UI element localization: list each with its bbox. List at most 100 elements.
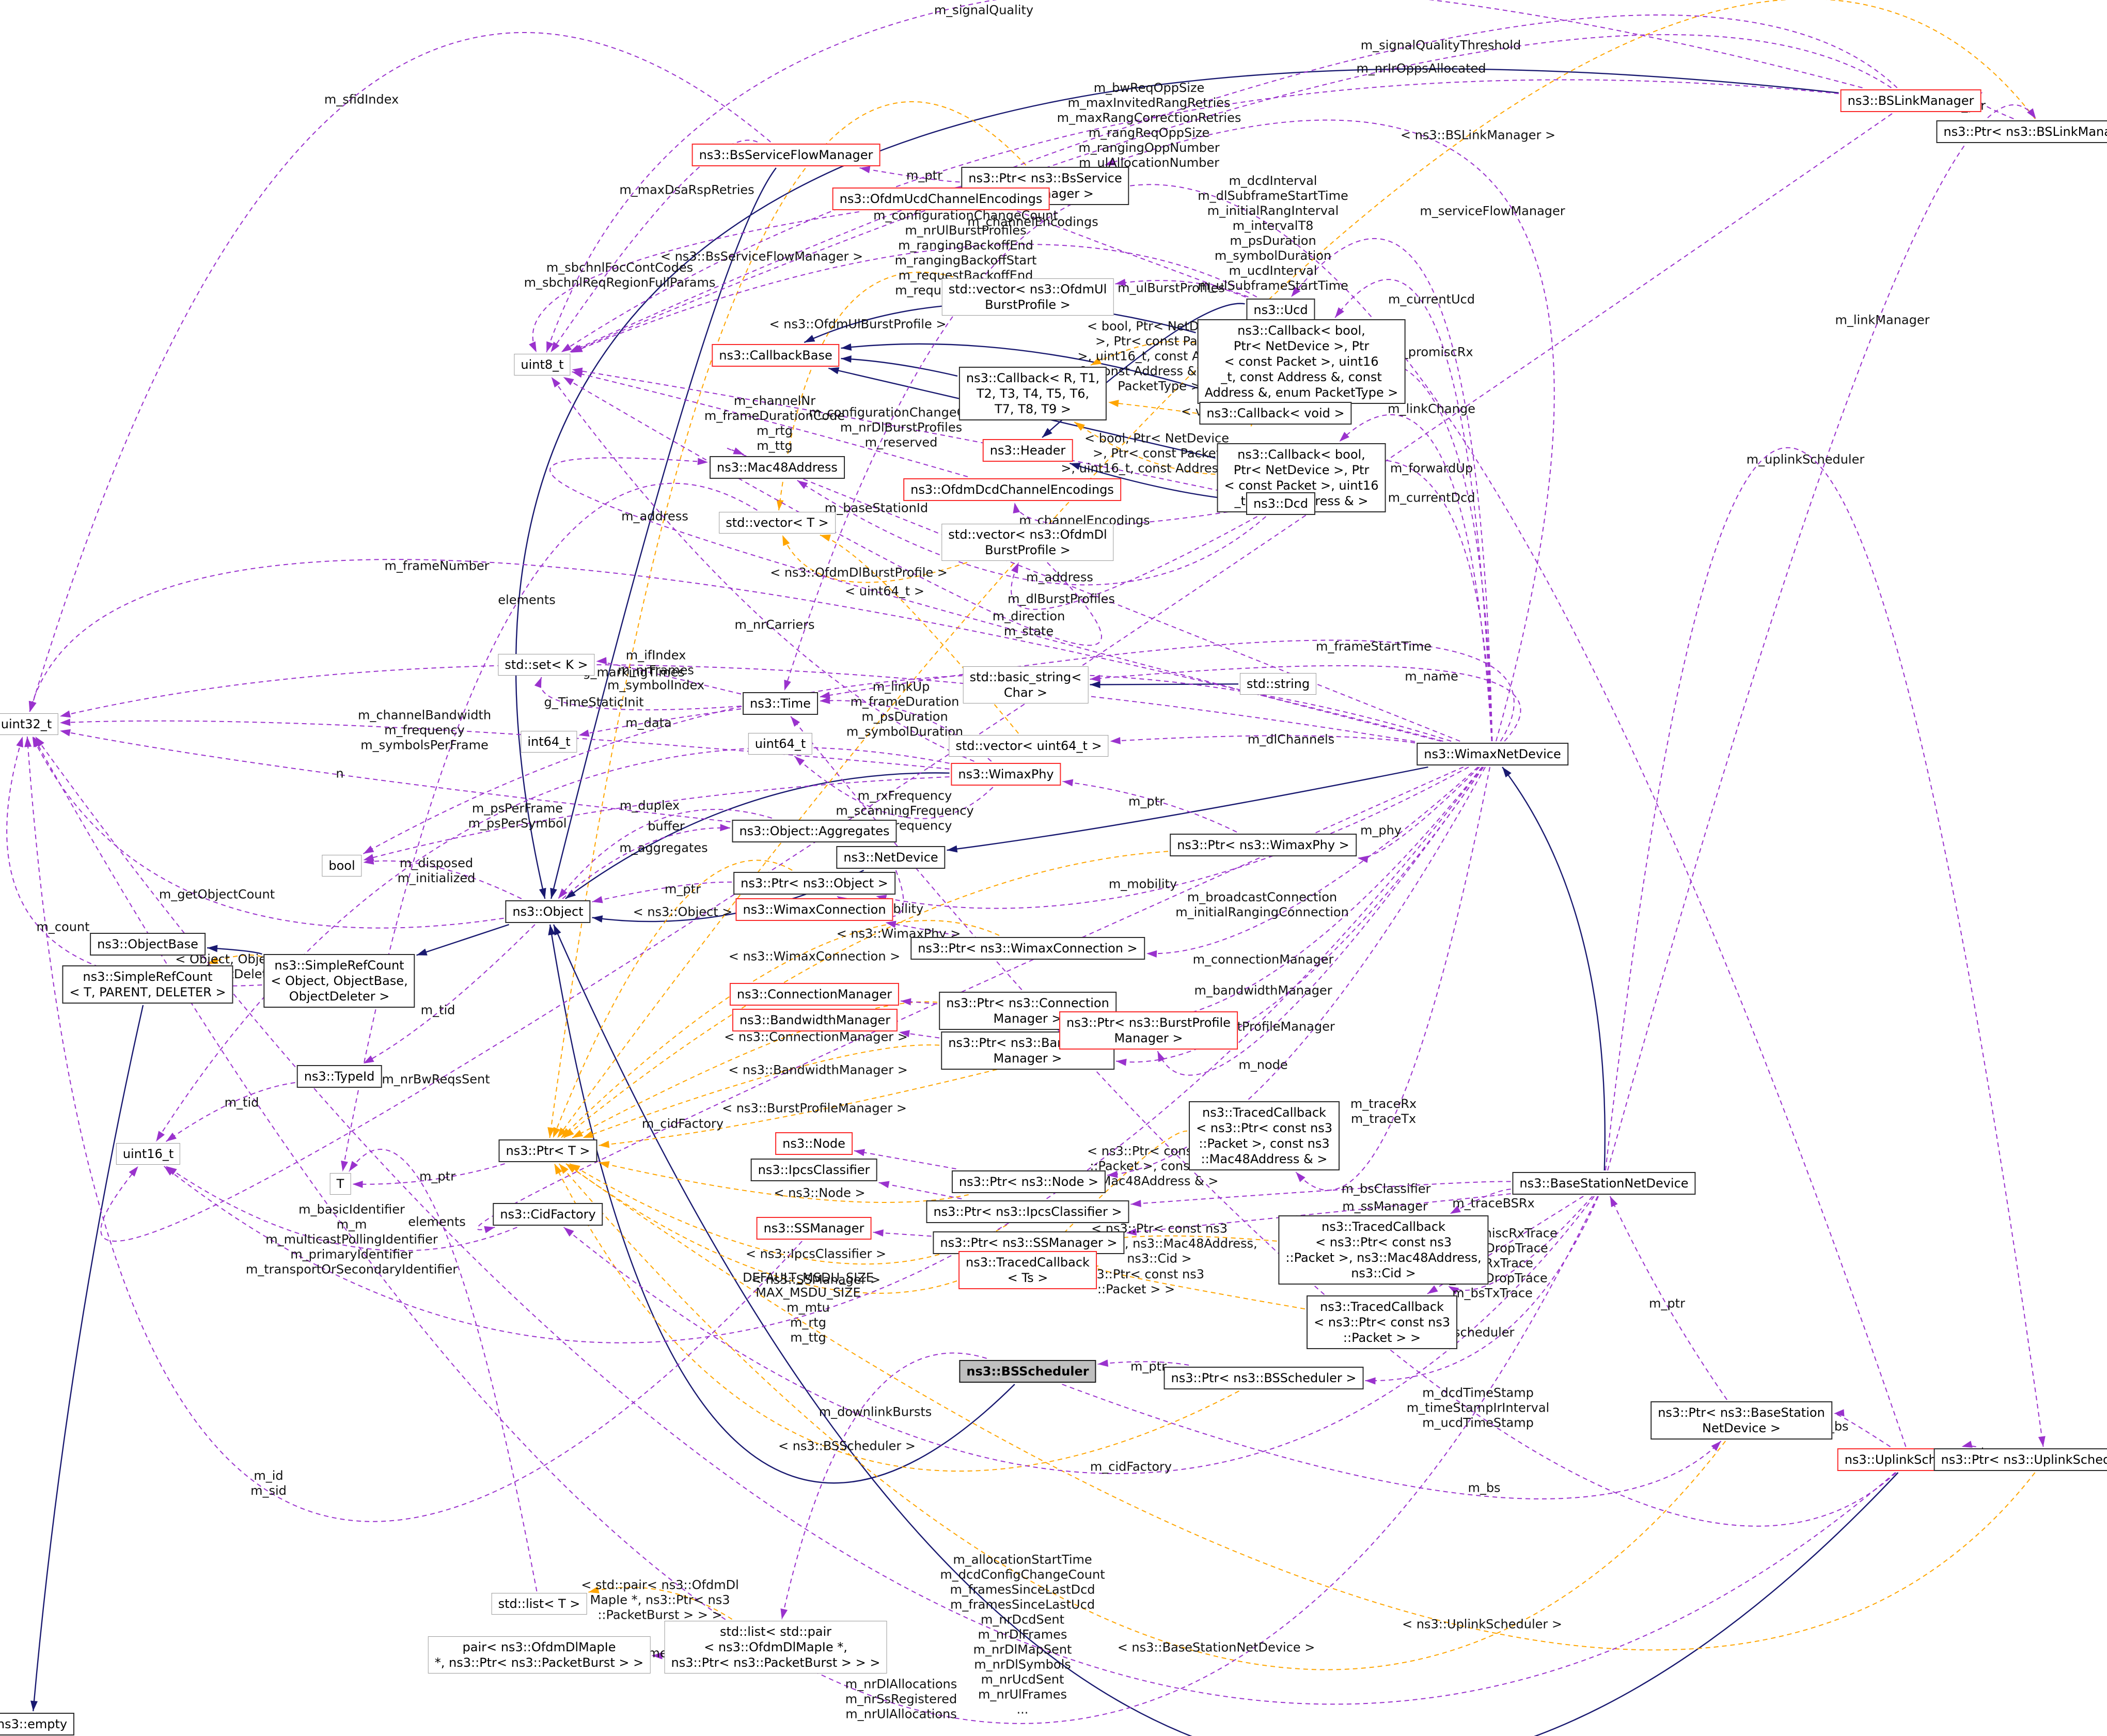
class-node-tcTs[interactable]: ns3::TracedCallback < Ts > [958, 1251, 1097, 1289]
class-node-node[interactable]: ns3::Node [775, 1132, 853, 1155]
class-node-pairDlMapIe[interactable]: pair< ns3::OfdmDlMapIe *, ns3::Ptr< ns3:… [428, 1636, 651, 1674]
edge-arrowhead [207, 945, 218, 952]
class-node-vecUl[interactable]: std::vector< ns3::OfdmUl BurstProfile > [941, 278, 1114, 316]
class-node-ptrBSScheduler[interactable]: ns3::Ptr< ns3::BSScheduler > [1163, 1367, 1364, 1389]
edge [33, 1005, 144, 1712]
class-node-tBox[interactable]: T [329, 1173, 351, 1195]
class-node-ptrObjectBox[interactable]: ns3::Ptr< ns3::Object > [733, 872, 895, 895]
class-node-wimaxNetDevice[interactable]: ns3::WimaxNetDevice [1417, 743, 1568, 765]
class-node-dcd[interactable]: ns3::Dcd [1246, 492, 1316, 515]
class-node-empty[interactable]: ns3::empty [0, 1713, 75, 1735]
edge [1074, 421, 1216, 475]
edge [836, 870, 904, 917]
class-node-ucd[interactable]: ns3::Ucd [1246, 299, 1315, 321]
class-node-vecT[interactable]: std::vector< T > [719, 512, 836, 534]
edge-arrowhead [1090, 681, 1100, 689]
edge-arrowhead [1042, 428, 1052, 437]
class-node-setK[interactable]: std::set< K > [498, 654, 595, 676]
class-node-bsServiceFlowManager[interactable]: ns3::BsServiceFlowManager [691, 144, 880, 166]
class-node-typeId[interactable]: ns3::TypeId [296, 1065, 382, 1088]
class-node-uint64[interactable]: uint64_t [748, 733, 813, 755]
class-node-mac48[interactable]: ns3::Mac48Address [710, 456, 845, 479]
edge-arrowhead [1711, 1441, 1721, 1451]
edge-arrowhead [1339, 432, 1349, 442]
class-node-bsLinkManager[interactable]: ns3::BSLinkManager [1840, 89, 1982, 112]
class-node-tcRxTx[interactable]: ns3::TracedCallback < ns3::Ptr< const ns… [1189, 1101, 1340, 1170]
class-node-ptrWimaxPhy[interactable]: ns3::Ptr< ns3::WimaxPhy > [1170, 834, 1357, 856]
class-node-cidFactory[interactable]: ns3::CidFactory [493, 1203, 603, 1226]
class-node-simpleRefCountT[interactable]: ns3::SimpleRefCount < T, PARENT, DELETER… [62, 965, 233, 1004]
edge [207, 955, 262, 964]
edge [29, 559, 1443, 742]
class-node-ptrBurstProfileManager[interactable]: ns3::Ptr< ns3::BurstProfile Manager > [1059, 1011, 1238, 1050]
edge [1094, 1265, 1306, 1310]
edge [1607, 104, 2037, 1171]
class-node-ptrT[interactable]: ns3::Ptr< T > [498, 1139, 597, 1162]
class-node-ofdmUcd[interactable]: ns3::OfdmUcdChannelEncodings [832, 187, 1050, 210]
edge-arrowhead [1062, 779, 1074, 787]
class-node-ofdmDcd[interactable]: ns3::OfdmDcdChannelEncodings [903, 478, 1121, 501]
class-node-ipcsClassifier[interactable]: ns3::IpcsClassifier [750, 1159, 877, 1181]
class-node-uint16[interactable]: uint16_t [116, 1143, 181, 1165]
class-node-connectionManager[interactable]: ns3::ConnectionManager [729, 983, 900, 1006]
class-node-aggregates[interactable]: ns3::Object::Aggregates [732, 820, 897, 842]
edge [363, 924, 536, 1064]
class-node-tcPacket[interactable]: ns3::TracedCallback < ns3::Ptr< const ns… [1307, 1295, 1457, 1349]
class-node-ptrUplinkScheduler[interactable]: ns3::Ptr< ns3::UplinkScheduler > [1933, 1448, 2107, 1471]
class-node-object[interactable]: ns3::Object [505, 900, 591, 923]
class-node-ptrSSManager[interactable]: ns3::Ptr< ns3::SSManager > [933, 1231, 1125, 1254]
class-node-ptrNode[interactable]: ns3::Ptr< ns3::Node > [951, 1170, 1106, 1193]
edge-arrowhead [572, 1130, 584, 1138]
edge [164, 767, 1483, 1343]
class-node-cbPacketType[interactable]: ns3::Callback< bool, Ptr< NetDevice >, P… [1197, 319, 1406, 404]
edge [727, 448, 1460, 742]
edge [565, 772, 950, 899]
class-node-ptrWimaxConnection[interactable]: ns3::Ptr< ns3::WimaxConnection > [910, 937, 1145, 960]
edge [1130, 1181, 1511, 1205]
class-node-listT[interactable]: std::list< T > [491, 1593, 587, 1615]
edge [363, 673, 1452, 854]
class-node-ptrConnectionManager[interactable]: ns3::Ptr< ns3::Connection Manager > [939, 992, 1117, 1030]
edge-arrowhead [554, 925, 561, 936]
class-node-objectBase[interactable]: ns3::ObjectBase [90, 933, 206, 956]
class-node-ptrBandwidthManager[interactable]: ns3::Ptr< ns3::Bandwidth Manager > [941, 1031, 1114, 1070]
edge [553, 924, 1899, 1736]
edge [558, 1163, 1726, 1670]
class-node-ptrBSLinkManager[interactable]: ns3::Ptr< ns3::BSLinkManager > [1936, 120, 2107, 143]
class-node-bandwidthManager[interactable]: ns3::BandwidthManager [732, 1009, 898, 1031]
edge [569, 1163, 1008, 1265]
class-node-ptrIpcsClassifier[interactable]: ns3::Ptr< ns3::IpcsClassifier > [926, 1200, 1129, 1223]
class-node-basicString[interactable]: std::basic_string< Char > [963, 666, 1089, 703]
class-node-uint8[interactable]: uint8_t [514, 354, 571, 376]
class-node-ptrBaseStationNetDevice[interactable]: ns3::Ptr< ns3::BaseStation NetDevice > [1650, 1401, 1832, 1440]
class-node-cbR[interactable]: ns3::Callback< R, T1, T2, T3, T4, T5, T6… [958, 367, 1107, 420]
class-node-baseStationNetDevice[interactable]: ns3::BaseStationNetDevice [1512, 1172, 1696, 1195]
class-node-callbackBase[interactable]: ns3::CallbackBase [712, 344, 840, 367]
edge-arrowhead [60, 729, 71, 737]
edge [477, 767, 1464, 1230]
edge-arrowhead [546, 341, 554, 352]
class-node-wimaxPhy[interactable]: ns3::WimaxPhy [951, 763, 1061, 786]
class-node-stdString[interactable]: std::string [1239, 673, 1317, 695]
class-node-listPair[interactable]: std::list< std::pair < ns3::OfdmDlMapIe … [664, 1621, 887, 1674]
class-node-tcMacCid[interactable]: ns3::TracedCallback < ns3::Ptr< const ns… [1278, 1215, 1489, 1285]
class-node-wimaxConnection[interactable]: ns3::WimaxConnection [735, 898, 893, 921]
edge-arrowhead [583, 1131, 594, 1138]
edge [1365, 1196, 1599, 1382]
edge-arrowhead [565, 889, 576, 899]
class-node-time[interactable]: ns3::Time [743, 692, 818, 715]
class-node-simpleRefCountObj[interactable]: ns3::SimpleRefCount < Object, ObjectBase… [263, 954, 415, 1008]
edge [561, 79, 1839, 353]
class-node-bsScheduler[interactable]: ns3::BSScheduler [959, 1360, 1096, 1383]
class-node-netDevice[interactable]: ns3::NetDevice [836, 846, 946, 869]
class-node-vecDl[interactable]: std::vector< ns3::OfdmDl BurstProfile > [941, 524, 1114, 561]
edge-arrowhead [572, 345, 583, 353]
class-node-ssManager[interactable]: ns3::SSManager [756, 1217, 872, 1240]
class-node-vecU64[interactable]: std::vector< uint64_t > [949, 735, 1109, 757]
class-node-int64[interactable]: int64_t [521, 731, 577, 753]
class-node-cbVoid[interactable]: ns3::Callback< void > [1199, 402, 1352, 425]
edge-arrowhead [1291, 287, 1301, 297]
class-node-header[interactable]: ns3::Header [982, 439, 1073, 462]
class-node-uint32[interactable]: uint32_t [0, 713, 59, 735]
class-node-bool[interactable]: bool [322, 855, 362, 877]
